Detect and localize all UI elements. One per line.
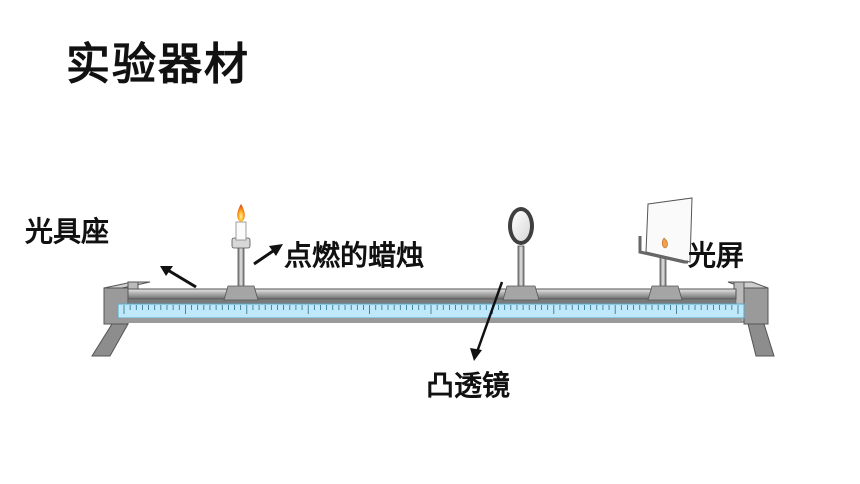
optical-bench-rail bbox=[127, 288, 737, 305]
convex-lens-label: 凸透镜 bbox=[426, 369, 511, 402]
right-end-support bbox=[727, 281, 775, 357]
optical-bench-label: 光具座 bbox=[25, 215, 110, 248]
candle bbox=[223, 204, 259, 301]
screen-label: 光屏 bbox=[688, 239, 745, 272]
arrow-to-optical-bench bbox=[160, 266, 197, 289]
ruler-scale bbox=[117, 303, 745, 323]
candle-label: 点燃的蜡烛 bbox=[284, 239, 425, 272]
annotation-arrows bbox=[160, 244, 504, 361]
arrow-to-candle bbox=[253, 244, 283, 266]
arrow-to-convex-lens bbox=[470, 281, 504, 361]
page-title: 实验器材 bbox=[66, 39, 250, 90]
light-screen bbox=[638, 197, 693, 301]
convex-lens bbox=[502, 207, 540, 301]
